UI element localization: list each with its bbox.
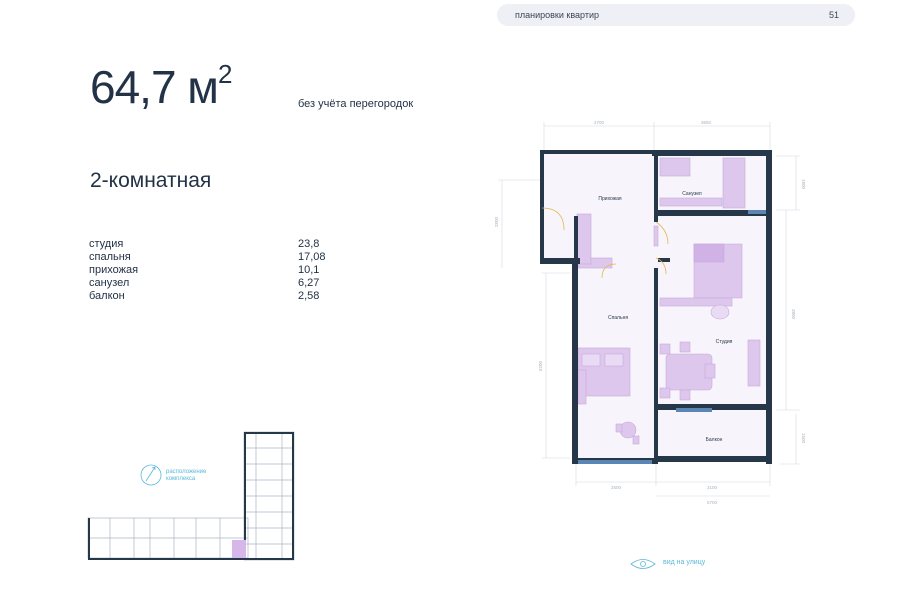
room-label-bathroom: Санузел	[682, 191, 702, 197]
dimension-label: 3650	[701, 120, 712, 125]
section-header: планировки квартир 51	[497, 4, 855, 26]
building-outline	[87, 431, 295, 561]
dimension-label: 2500	[611, 485, 622, 490]
dimension-label: 3100	[707, 485, 718, 490]
room-name: санузел	[89, 277, 130, 289]
dimension-label: 2700	[594, 120, 605, 125]
building-walls	[88, 432, 294, 560]
site-label: расположение	[166, 469, 207, 475]
room-row: прихожая 10,1	[89, 264, 329, 277]
room-row: студия 23,8	[89, 238, 329, 251]
eye-icon	[630, 559, 656, 569]
room-area: 6,27	[298, 277, 320, 289]
dimension-label: 2800	[494, 216, 499, 227]
room-label-hall: Прихожая	[598, 196, 621, 202]
furniture	[576, 157, 761, 445]
doors	[541, 207, 669, 279]
dimension-lines	[498, 122, 800, 497]
apartment-type: 2-комнатная	[90, 169, 212, 192]
site-plan: расположение комплекса	[87, 431, 295, 561]
room-name: прихожая	[89, 264, 139, 276]
windows	[578, 210, 766, 464]
room-list: студия 23,8 спальня 17,08 прихожая 10,1 сан…	[89, 238, 329, 303]
dimension-label: 1800	[801, 179, 806, 190]
page-number: 51	[828, 10, 839, 20]
site-label: комплекса	[166, 476, 196, 482]
area-value: 64,7 м	[90, 61, 219, 113]
compass-icon	[140, 464, 162, 486]
room-row: балкон 2,58	[89, 290, 329, 303]
room-name: балкон	[89, 290, 125, 302]
room-row: санузел 6,27	[89, 277, 329, 290]
dimension-label: 3800	[791, 309, 796, 320]
room-label-balcony: Балкон	[706, 437, 723, 443]
area-note: без учёта перегородок	[298, 98, 414, 110]
street-view-indicator: вид на улицу	[628, 556, 748, 572]
room-area: 17,08	[298, 251, 326, 263]
room-row: спальня 17,08	[89, 251, 329, 264]
area-unit-superscript: 2	[217, 58, 233, 89]
dimension-label: 1500	[801, 433, 806, 444]
room-name: студия	[89, 238, 124, 250]
section-title: планировки квартир	[515, 10, 599, 20]
floor-plan: 2700 3650 2800 6200 1800 3800 1500 2500 …	[494, 120, 806, 505]
room-label-bedroom: Спальня	[608, 315, 628, 321]
dimension-label: 5700	[707, 500, 718, 505]
room-area: 2,58	[298, 290, 320, 302]
apartment-area: 64,7 м2	[90, 58, 233, 114]
street-view-label: вид на улицу	[663, 559, 706, 566]
room-area: 23,8	[298, 238, 320, 250]
dimension-label: 6200	[538, 360, 543, 371]
room-area: 10,1	[298, 264, 320, 276]
apartment-location-marker	[232, 540, 246, 558]
room-name: спальня	[89, 251, 131, 263]
room-label-studio: Студия	[716, 339, 733, 345]
